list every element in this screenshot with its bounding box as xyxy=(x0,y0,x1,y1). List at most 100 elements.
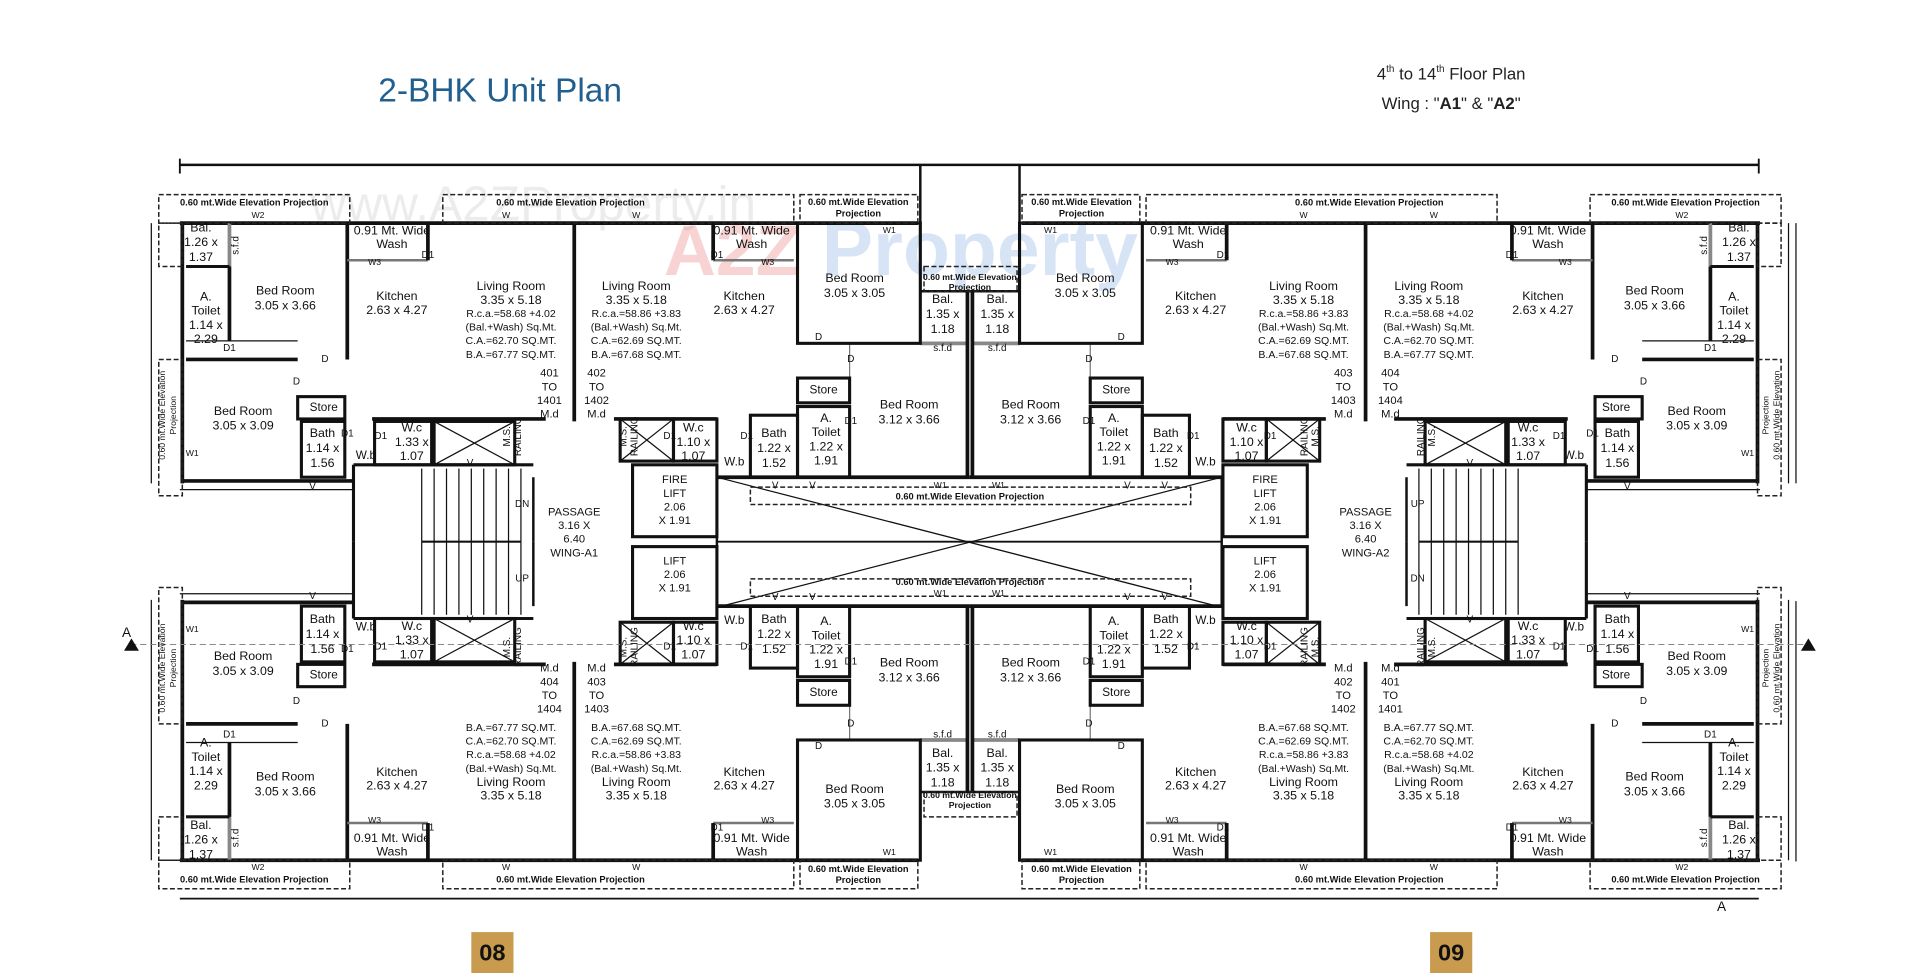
room-labels: 0.60 mt.Wide Elevation ProjectionW20.60 … xyxy=(122,197,1782,914)
balcony-label: 1.35 x xyxy=(926,761,961,775)
door-label: D1 xyxy=(1586,644,1599,655)
bath-label: Bath xyxy=(310,426,336,440)
toilet-label: Toilet xyxy=(191,304,220,318)
wash-basin-label: W.b xyxy=(724,455,745,468)
door-label: D1 xyxy=(663,431,676,442)
wc-label: 1.10 x xyxy=(676,435,711,449)
wash-basin-label: W.b xyxy=(356,620,377,633)
door-label: D1 xyxy=(740,642,753,653)
unit-number-label: 1404 xyxy=(1378,395,1403,407)
bath-label: 1.52 xyxy=(1154,642,1178,656)
door-label: D1 xyxy=(422,823,435,834)
wash-label: 0.91 Mt. Wide xyxy=(354,831,430,845)
floor-to-sup: th xyxy=(1436,64,1444,75)
door-label: D1 xyxy=(1704,343,1717,354)
balcony-label: 1.18 xyxy=(931,776,955,790)
living-room-label: 3.35 x 5.18 xyxy=(480,293,541,307)
bedroom-label: Bed Room xyxy=(1056,271,1114,285)
vent-label: V xyxy=(772,481,779,492)
toilet-label: 1.91 xyxy=(814,657,838,671)
elevation-projection-label: 0.60 mt.Wide Elevation Projection xyxy=(1295,874,1444,884)
wash-label: Wash xyxy=(736,844,767,858)
bath-label: Bath xyxy=(1153,612,1179,626)
elevation-projection xyxy=(158,859,351,890)
bath-label: 1.56 xyxy=(310,642,334,656)
badge-bg xyxy=(1430,932,1473,973)
unit-number-label: M.d xyxy=(1334,409,1353,421)
toilet-label: 1.91 xyxy=(1102,657,1126,671)
wing-a1: A1 xyxy=(1440,94,1461,113)
wash-basin-label: W.b xyxy=(1564,449,1585,462)
toilet-label: 1.91 xyxy=(1102,454,1126,468)
elevation-projection xyxy=(799,193,919,224)
floor-from-sup: th xyxy=(1386,64,1394,75)
room-wall xyxy=(1088,678,1144,707)
lift-label: X 1.91 xyxy=(1249,583,1281,595)
window-label: W1 xyxy=(186,448,199,458)
toilet-label: 1.14 x xyxy=(1717,764,1752,778)
door-label: D xyxy=(293,696,300,707)
unit-number-label: 402 xyxy=(587,368,606,380)
wash-label: 0.91 Mt. Wide xyxy=(713,223,789,237)
unit-number-label: TO xyxy=(1383,381,1399,393)
fire-lift-label: FIRE xyxy=(662,474,687,486)
bath-label: 1.52 xyxy=(1154,456,1178,470)
unit-number-label: 1403 xyxy=(1331,395,1356,407)
railing-label: RAILING xyxy=(1299,627,1310,667)
balcony-label: 1.37 xyxy=(189,848,213,862)
elevation-projection-label: Projection xyxy=(836,208,882,218)
living-room-label: C.A.=62.70 SQ.MT. xyxy=(1383,335,1474,347)
elevation-projection xyxy=(158,358,184,497)
elevation-projection xyxy=(1021,859,1141,890)
door-label: D1 xyxy=(845,657,858,668)
passage-label: PASSAGE xyxy=(1339,506,1391,518)
bath-label: 1.22 x xyxy=(757,627,792,641)
window-label: W1 xyxy=(883,225,896,235)
bath-label: 1.14 x xyxy=(306,627,341,641)
wash-label: Wash xyxy=(1173,844,1204,858)
window-label: W1 xyxy=(1044,225,1057,235)
railing-label: RAILING xyxy=(1416,627,1427,667)
room-wall xyxy=(618,620,676,666)
elevation-projection-label: Projection xyxy=(949,800,991,810)
bedroom-label: Bed Room xyxy=(1001,398,1059,412)
living-room-label: (Bal.+Wash) Sq.Mt. xyxy=(465,763,556,775)
railing-label: RAILING xyxy=(1416,416,1427,456)
door-label: D1 xyxy=(341,644,354,655)
window-label: W3 xyxy=(761,815,774,825)
unit-number-label: TO xyxy=(542,690,558,702)
bedroom-label: 3.05 x 3.66 xyxy=(255,784,316,798)
room-wall xyxy=(1506,419,1567,467)
bedroom-label: Bed Room xyxy=(825,271,883,285)
living-room-label: C.A.=62.69 SQ.MT. xyxy=(591,736,682,748)
bath-label: 1.22 x xyxy=(1149,627,1184,641)
bedroom-label: 3.05 x 3.09 xyxy=(1666,664,1727,678)
stair-direction-label: UP xyxy=(515,573,529,584)
elevation-projection-label: 0.60 mt.Wide Elevation xyxy=(808,864,909,874)
section-label: A xyxy=(1717,899,1727,914)
unit-number-label: 403 xyxy=(1334,368,1353,380)
elevation-projection-label: 0.60 mt.Wide Elevation xyxy=(1772,623,1782,712)
bedroom-label: Bed Room xyxy=(1668,404,1726,418)
unit-number-label: 401 xyxy=(540,368,559,380)
elevation-projection-label: 0.60 mt.Wide Elevation Projection xyxy=(180,198,329,208)
toilet-label: A. xyxy=(200,289,212,303)
living-room-label: (Bal.+Wash) Sq.Mt. xyxy=(1383,763,1474,775)
unit-number-label: 404 xyxy=(1381,368,1400,380)
room-wall xyxy=(1423,419,1508,467)
bath-label: 1.14 x xyxy=(1600,441,1635,455)
living-room-label: (Bal.+Wash) Sq.Mt. xyxy=(465,322,556,334)
room-wall xyxy=(373,616,434,664)
balcony-label: 1.18 xyxy=(931,322,955,336)
wash-label: Wash xyxy=(1532,237,1563,251)
railing-label: M.S. xyxy=(502,426,513,446)
living-room-label: B.A.=67.77 SQ.MT. xyxy=(1384,349,1474,361)
living-room-label: C.A.=62.69 SQ.MT. xyxy=(1258,335,1349,347)
wc-label: W.c xyxy=(1236,421,1257,435)
door-label: D xyxy=(847,354,854,365)
room-wall xyxy=(1593,604,1640,664)
window-label: W3 xyxy=(1166,257,1179,267)
toilet-label: Toilet xyxy=(812,628,841,642)
room-wall xyxy=(1593,419,1640,479)
floor-range: 4th to 14th Floor Plan xyxy=(1377,64,1526,83)
